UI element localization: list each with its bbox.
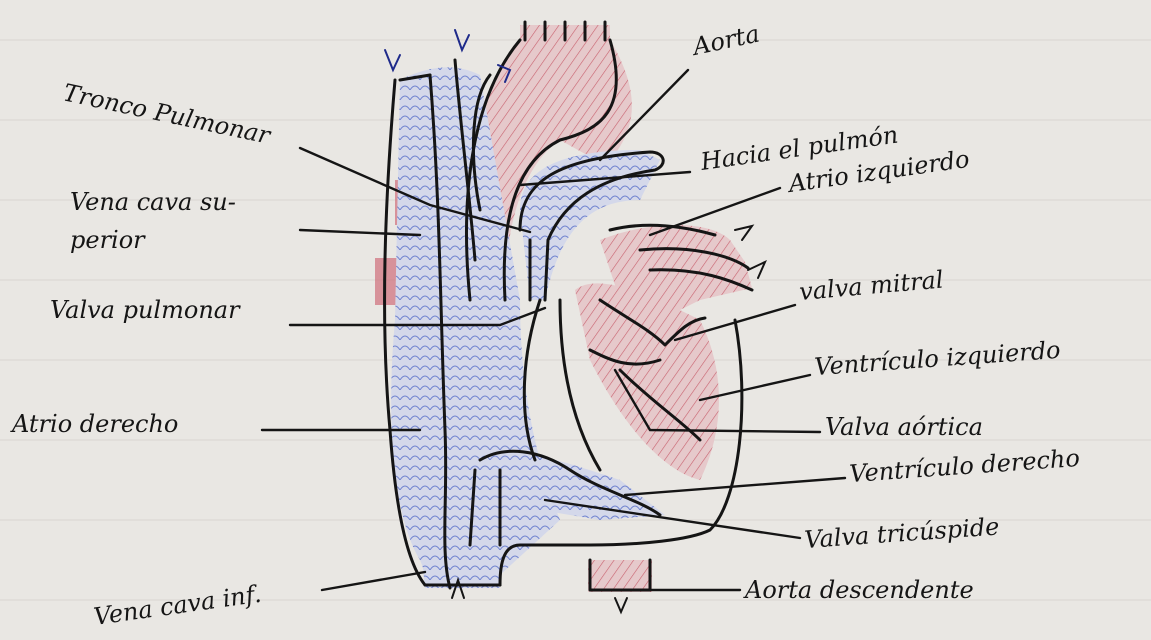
label-valva-tricuspide: Valva tricúspide bbox=[803, 512, 1000, 554]
leader-atrio-izq bbox=[650, 188, 780, 235]
leader-ventriculo-der bbox=[625, 478, 845, 495]
label-ventriculo-izquierdo: Ventrículo izquierdo bbox=[813, 336, 1061, 381]
descending-aorta-shape bbox=[588, 560, 652, 592]
label-tronco-pulmonar: Tronco Pulmonar bbox=[61, 78, 274, 149]
leader-valva-tricuspide bbox=[545, 500, 800, 538]
label-valva-aortica: Valva aórtica bbox=[825, 413, 983, 441]
label-ventriculo-derecho: Ventrículo derecho bbox=[848, 444, 1080, 488]
label-vena-cava-sup-2: perior bbox=[70, 226, 146, 254]
label-atrio-derecho: Atrio derecho bbox=[10, 410, 178, 438]
label-vena-cava-sup-1: Vena cava su- bbox=[70, 188, 236, 216]
inferior-vena-cava-shape bbox=[420, 540, 500, 588]
label-vena-cava-inf: Vena cava inf. bbox=[92, 580, 263, 631]
left-ventricle bbox=[575, 283, 719, 480]
arrow-pulmonary-vein-2 bbox=[748, 262, 765, 278]
label-aorta: Aorta bbox=[688, 20, 762, 62]
arrow-svc-1 bbox=[385, 50, 400, 70]
label-valva-pulmonar: Valva pulmonar bbox=[50, 296, 241, 324]
leader-vena-cava-inf bbox=[322, 572, 425, 590]
label-valva-mitral: valva mitral bbox=[798, 265, 944, 305]
arrow-pulmonary-vein-1 bbox=[735, 226, 752, 240]
label-aorta-descendente: Aorta descendente bbox=[743, 576, 974, 604]
